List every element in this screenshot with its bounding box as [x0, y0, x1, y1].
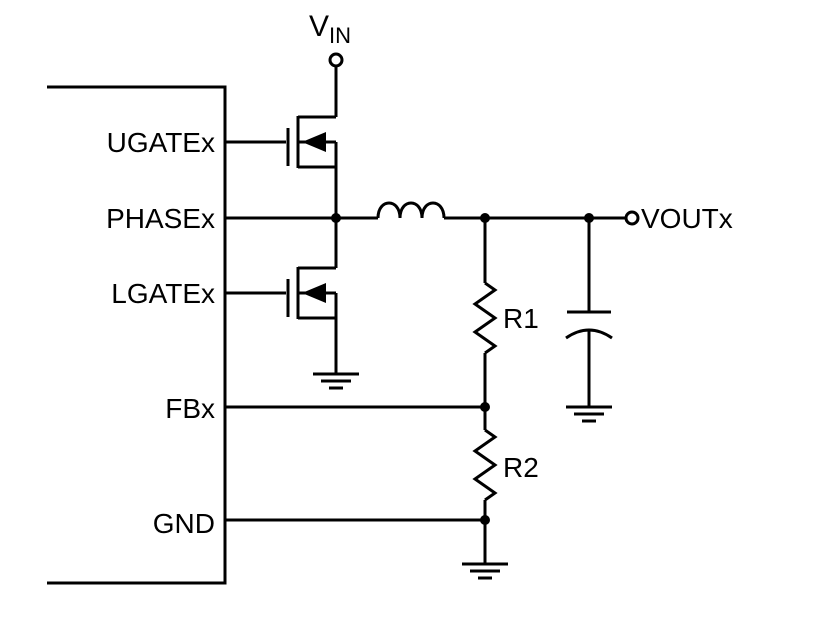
vout-terminal [624, 210, 640, 226]
capacitor-ground-symbol [566, 405, 612, 423]
lower-mosfet [225, 218, 338, 373]
r1-label: R1 [503, 303, 539, 334]
mosfet-ground-symbol [313, 372, 359, 390]
pin-label-fb: FBx [165, 393, 215, 424]
vin-label-subscript: IN [329, 23, 351, 48]
resistor-r1 [472, 281, 498, 355]
inductor [376, 201, 446, 219]
resistor-r2 [472, 428, 498, 502]
vin-label-main: V [309, 10, 329, 43]
upper-mosfet [225, 115, 338, 218]
vin-label: VIN [309, 10, 351, 48]
vin-terminal [328, 52, 344, 68]
ic-body-outline [47, 85, 227, 585]
pin-label-lgate: LGATEx [111, 278, 215, 309]
vout-label: VOUTx [641, 203, 733, 234]
upper-mosfet-arrow [302, 132, 326, 152]
divider-ground-symbol [462, 562, 508, 580]
pin-label-phase: PHASEx [106, 203, 215, 234]
pin-label-gnd: GND [153, 508, 215, 539]
lower-mosfet-arrow [302, 283, 326, 303]
gnd-junction-dot [480, 515, 490, 525]
r2-label: R2 [503, 452, 539, 483]
fb-junction-dot [480, 402, 490, 412]
pin-label-ugate: UGATEx [107, 127, 215, 158]
